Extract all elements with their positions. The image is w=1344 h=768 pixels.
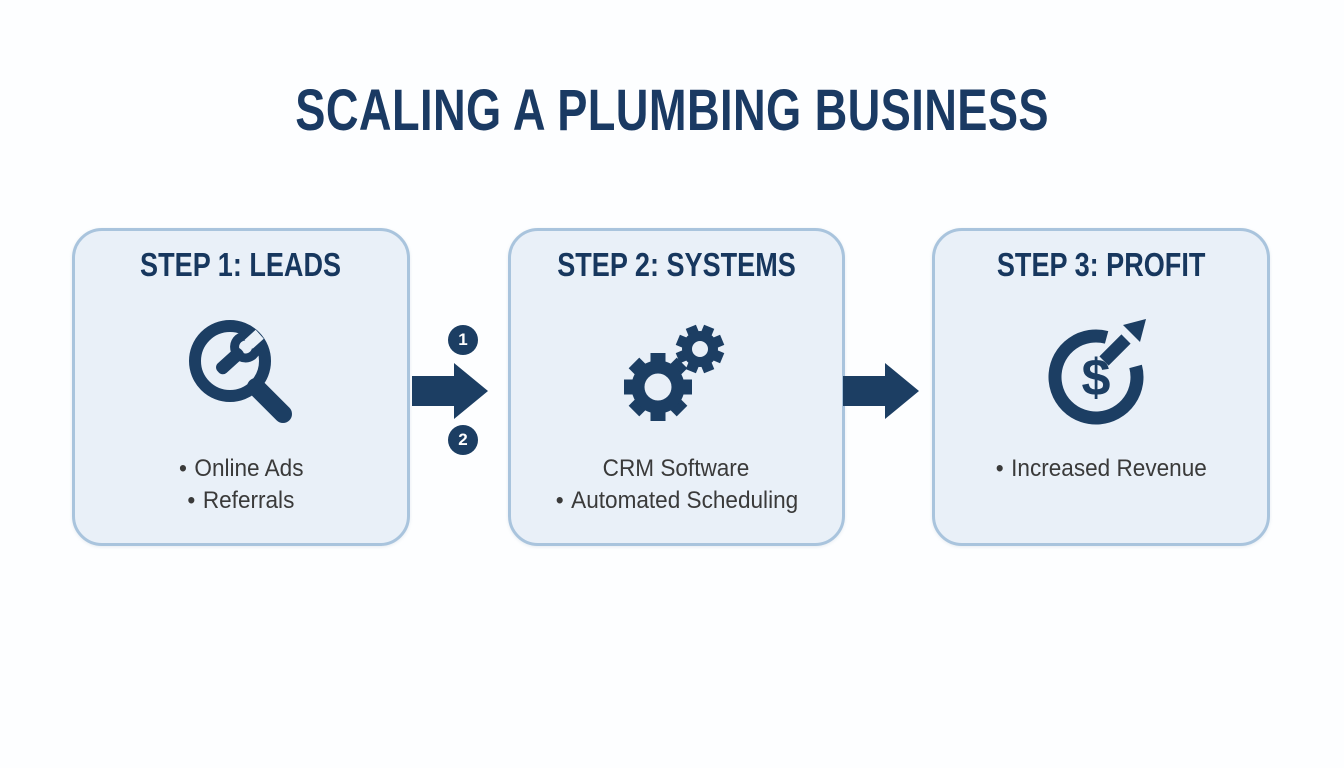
list-item: •Referrals (75, 485, 407, 517)
list-item: CRM Software (511, 453, 842, 485)
list-item-label: Referrals (202, 487, 295, 514)
wrench-magnifier-icon (178, 311, 304, 437)
step-3-list: •Increased Revenue (935, 453, 1267, 485)
bullet-marker: • (555, 487, 564, 514)
step-2-header: STEP 2: SYSTEMS (557, 246, 796, 283)
list-item-label: CRM Software (603, 455, 750, 482)
bullet-marker: • (995, 455, 1004, 482)
list-item-label: Increased Revenue (1010, 455, 1207, 482)
page-title: SCALING A PLUMBING BUSINESS (295, 78, 1049, 143)
dollar-glyph: $ (1082, 349, 1111, 407)
step-2-list: CRM Software •Automated Scheduling (511, 453, 842, 517)
step-1-header: STEP 1: LEADS (140, 246, 342, 283)
step-1-list: •Online Ads •Referrals (75, 453, 407, 517)
step-1-box: STEP 1: LEADS • Online Ads (72, 228, 410, 546)
bullet-marker: • (187, 487, 196, 514)
bullet-marker: • (178, 455, 187, 482)
page-title-wrap: SCALING A PLUMBING BUSINESS (0, 82, 1344, 140)
list-item-label: Online Ads (194, 455, 304, 482)
list-item: •Automated Scheduling (511, 485, 842, 517)
step-3-box: STEP 3: PROFIT $ •Increased Revenue (932, 228, 1270, 546)
step-3-header: STEP 3: PROFIT (996, 246, 1206, 283)
connector-badge-1: 1 (448, 325, 478, 355)
connector-badge-2: 2 (448, 425, 478, 455)
list-item-label: Automated Scheduling (570, 487, 798, 514)
right-arrow-icon (843, 361, 921, 421)
gears-icon (614, 311, 740, 437)
revenue-growth-icon: $ (1038, 311, 1164, 437)
list-item: • Online Ads (75, 453, 407, 485)
step-2-box: STEP 2: SYSTEMS (508, 228, 845, 546)
right-arrow-icon (412, 361, 490, 421)
list-item: •Increased Revenue (935, 453, 1267, 485)
